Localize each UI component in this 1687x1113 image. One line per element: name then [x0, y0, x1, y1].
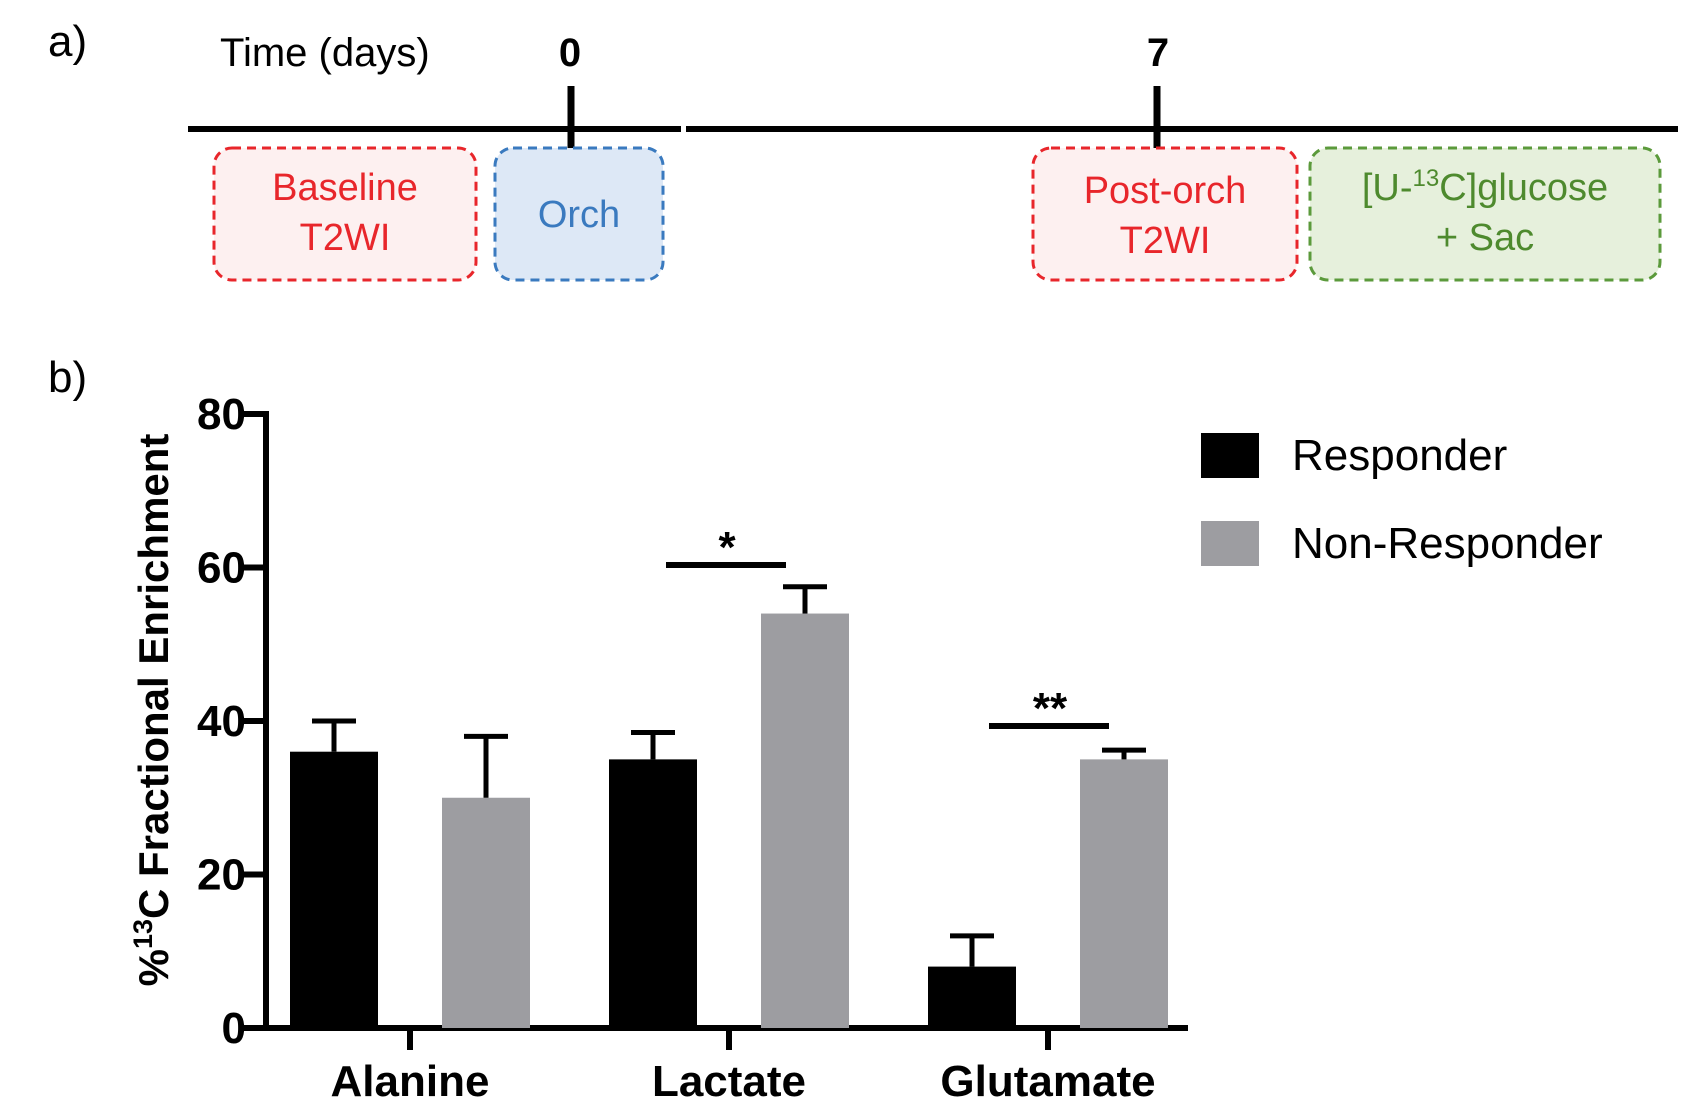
day-0-label: 0: [559, 31, 581, 75]
x-tick-label-lactate: Lactate: [652, 1057, 806, 1106]
x-tick-label-glutamate: Glutamate: [940, 1057, 1155, 1106]
bar-glutamate-non-responder: [1080, 759, 1168, 1028]
x-tick-label-alanine: Alanine: [331, 1057, 490, 1106]
glucose-box-frame: [1308, 146, 1662, 282]
baseline-t2wi-box: Baseline T2WI: [212, 146, 478, 282]
y-axis-title-suffix: C Fractional Enrichment: [130, 434, 177, 919]
orch-box-frame: [493, 146, 665, 282]
significance-markers: * **: [666, 523, 1109, 733]
orch-box: Orch: [493, 146, 665, 282]
y-tick-label-20: 20: [197, 851, 246, 900]
glucose-sac-box: [U-13C]glucose + Sac: [1308, 146, 1662, 282]
day-7-label: 7: [1147, 31, 1169, 75]
glutamate-significance-stars: **: [1033, 684, 1068, 733]
y-axis-title-superscript: 13: [128, 919, 158, 949]
baseline-box-frame: [212, 146, 478, 282]
panel-b-label: b): [48, 353, 87, 402]
y-axis-title: %13C Fractional Enrichment: [128, 434, 177, 987]
post-orch-box-frame: [1031, 146, 1299, 282]
orch-box-label: Orch: [538, 194, 620, 236]
post-orch-box-line2: T2WI: [1120, 220, 1211, 262]
baseline-box-line2: T2WI: [300, 217, 391, 259]
chart-legend: Responder Non-Responder: [1201, 431, 1603, 568]
legend-label-responder: Responder: [1292, 431, 1507, 480]
bar-lactate-non-responder: [761, 613, 849, 1028]
baseline-box-line1: Baseline: [272, 167, 418, 209]
bar-alanine-responder: [290, 751, 378, 1028]
bar-lactate-responder: [609, 759, 697, 1028]
bar-alanine-non-responder: [442, 797, 530, 1028]
post-orch-t2wi-box: Post-orch T2WI: [1031, 146, 1299, 282]
glucose-suffix: C]glucose: [1439, 167, 1608, 209]
time-axis-label: Time (days): [220, 31, 430, 75]
legend-swatch-non-responder: [1201, 521, 1259, 566]
y-tick-label-80: 80: [197, 390, 246, 439]
bar-glutamate-responder: [928, 966, 1016, 1028]
legend-swatch-responder: [1201, 433, 1259, 478]
y-tick-label-0: 0: [222, 1004, 246, 1053]
y-tick-label-60: 60: [197, 544, 246, 593]
glucose-prefix: [U-: [1362, 167, 1413, 209]
y-axis-title-prefix: %: [130, 949, 177, 986]
panel-a-label: a): [48, 17, 87, 66]
glucose-box-line1: [U-13C]glucose: [1362, 165, 1608, 209]
post-orch-box-line1: Post-orch: [1084, 170, 1247, 212]
bar-chart: %13C Fractional Enrichment 0 20 40 60 80Alan…: [128, 390, 1603, 1106]
chart-bars: [290, 584, 1168, 1028]
y-tick-label-40: 40: [197, 697, 246, 746]
lactate-significance-star: *: [718, 523, 736, 572]
glucose-superscript: 13: [1412, 165, 1439, 192]
glucose-box-line2: + Sac: [1436, 217, 1534, 259]
legend-label-non-responder: Non-Responder: [1292, 519, 1603, 568]
timeline: Time (days) 0 7 Baseline T2WI Orch Post-…: [188, 31, 1678, 282]
